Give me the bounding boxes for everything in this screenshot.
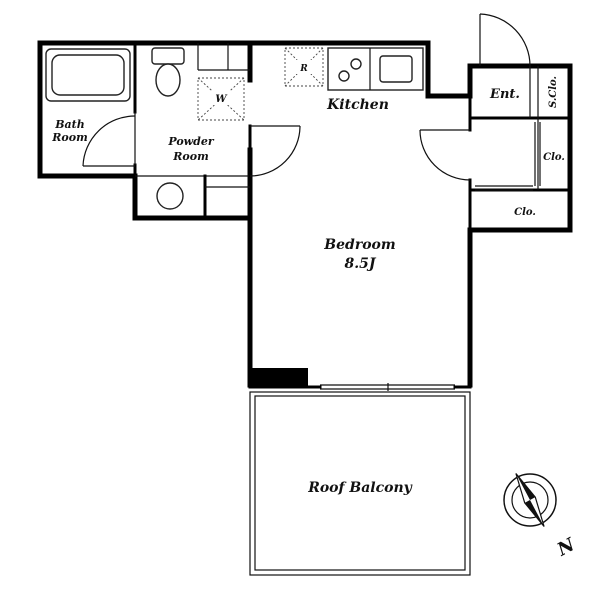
washer-mark: W (215, 94, 228, 105)
kitchen-label: Kitchen (326, 97, 389, 113)
compass: N (503, 473, 580, 561)
powder-door[interactable] (249, 125, 301, 177)
structural-column (250, 368, 308, 388)
closet-sliding-doors[interactable] (475, 122, 541, 191)
fridge-space: R (284, 47, 324, 87)
closet-label: Clo. (543, 152, 565, 163)
shoe-closet-label: S.Clo. (548, 76, 559, 108)
bath-room-label: Bath (54, 118, 85, 131)
north-label: N (553, 534, 580, 561)
balcony-sliding-door[interactable] (320, 383, 455, 391)
entrance-label: Ent. (489, 87, 520, 102)
toilet (151, 47, 185, 97)
room-labels: Bath Room Powder Room Kitchen Bedroom 8.… (51, 76, 565, 496)
washbasin (156, 182, 184, 210)
hall-door[interactable] (419, 129, 471, 181)
bedroom-size-label: 8.5J (345, 256, 377, 272)
kitchen-sink (379, 55, 413, 83)
north-arrow-icon (515, 473, 545, 527)
powder-room-label: Powder (167, 135, 214, 148)
bath-room-label: Room (51, 131, 87, 144)
bedroom-label: Bedroom (323, 237, 395, 253)
roof-balcony-label: Roof Balcony (307, 480, 412, 496)
washer-space: W (197, 77, 245, 121)
compass-ring (503, 473, 557, 527)
stove-burner (338, 70, 350, 82)
doors (82, 13, 541, 191)
bath-door[interactable] (82, 112, 136, 167)
closet-label: Clo. (514, 207, 536, 218)
interior-walls (133, 41, 572, 232)
entrance-door[interactable] (479, 13, 531, 67)
stove-burner (350, 58, 362, 70)
roof-balcony-outline (249, 391, 471, 576)
kitchen-counter (327, 47, 424, 91)
powder-room-label: Room (172, 150, 208, 163)
fridge-mark: R (299, 64, 308, 74)
fixtures: W R (45, 47, 424, 210)
